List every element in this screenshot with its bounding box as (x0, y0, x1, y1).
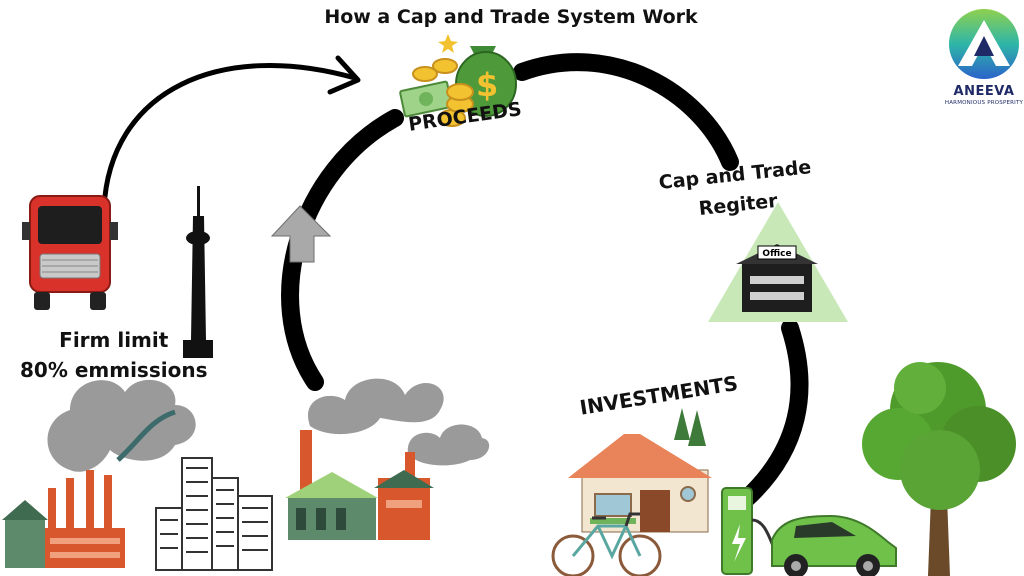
logo-mountain-icon (949, 9, 1019, 79)
city-buildings-icon (155, 457, 273, 571)
tree-icon (862, 362, 1016, 576)
diagram-title: How a Cap and Trade System Work (324, 6, 698, 28)
firm-limit-label: Firm limit 80% emmissions (20, 325, 207, 385)
ev-charger-icon (721, 487, 783, 575)
svg-text:$: $ (476, 66, 498, 104)
cycle-arrow-bottom-right (736, 319, 809, 509)
truck-to-proceeds-arrow (101, 63, 358, 211)
truck-icon (22, 195, 118, 310)
arrowhead-icon (327, 55, 361, 95)
middle-factory-icon (285, 430, 434, 540)
logo-name: ANEEVA (953, 84, 1015, 99)
aneeva-logo: ANEEVA HARMONIOUS PROSPERITY (944, 6, 1024, 106)
up-arrow-icon (270, 205, 332, 263)
cycle-arrow-top-right (513, 53, 739, 171)
tower-icon (183, 186, 213, 358)
office-registry-icon: Office (708, 202, 848, 322)
smoke-cloud-icon (308, 378, 490, 466)
logo-tagline: HARMONIOUS PROSPERITY (944, 100, 1024, 106)
house-icon (568, 408, 712, 533)
smoke-cloud-icon (47, 379, 196, 472)
firm-label-line2: 80% emmissions (20, 358, 208, 382)
office-sign-text: Office (762, 249, 791, 259)
electric-car-icon (771, 514, 897, 576)
left-factory-icon (2, 470, 125, 568)
bicycle-icon (551, 512, 662, 576)
coins-icon (412, 34, 474, 127)
firm-label-line1: Firm limit (59, 328, 169, 352)
cash-stack-icon (399, 80, 453, 118)
